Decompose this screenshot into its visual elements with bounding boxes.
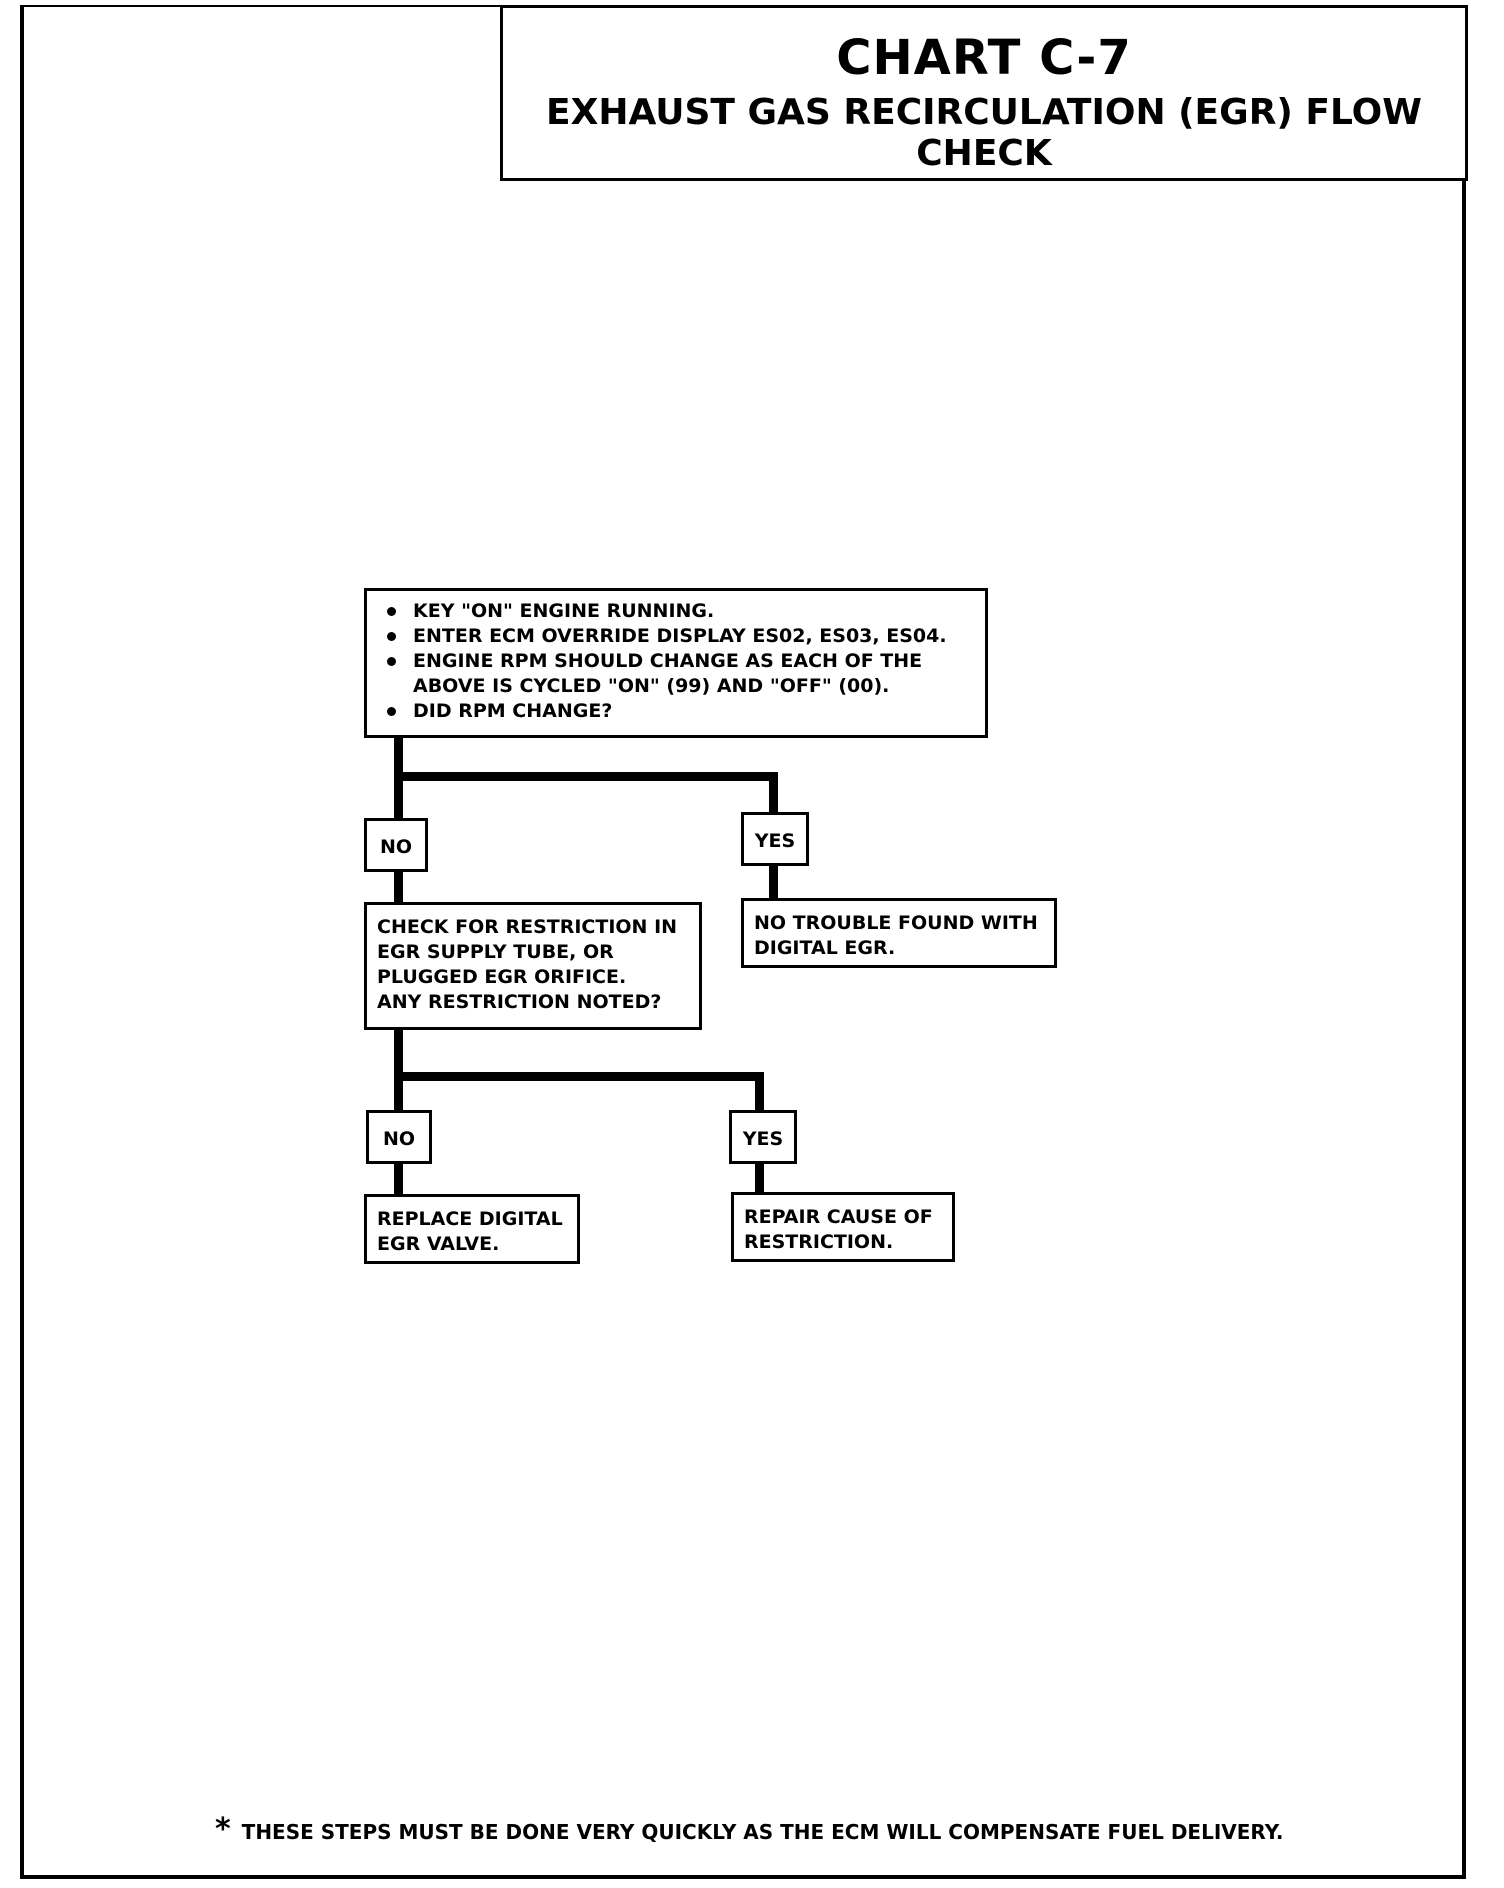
connector-line [394,1072,764,1081]
step-line: CHECK FOR RESTRICTION IN [377,916,678,938]
footnote-marker: * [215,1812,231,1847]
step-line: EGR SUPPLY TUBE, OR [377,941,614,963]
no-label-2: NO [366,1110,432,1164]
yes-label-2: YES [729,1110,797,1164]
result-line: REPLACE DIGITAL [377,1208,563,1230]
step-line: PLUGGED EGR ORIFICE. [377,966,627,988]
connector-line [394,1162,403,1196]
frame-top-edge [20,5,500,7]
repair-cause-box: REPAIR CAUSE OF RESTRICTION. [731,1192,955,1262]
step-item: KEY "ON" ENGINE RUNNING. [377,599,975,624]
start-step-box: KEY "ON" ENGINE RUNNING. ENTER ECM OVERR… [364,588,988,738]
step-item: ENGINE RPM SHOULD CHANGE AS EACH OF THE … [377,649,975,699]
check-restriction-box: CHECK FOR RESTRICTION IN EGR SUPPLY TUBE… [364,902,702,1030]
result-line: EGR VALVE. [377,1233,500,1255]
step-item: DID RPM CHANGE? [377,699,975,724]
title-box: CHART C-7 EXHAUST GAS RECIRCULATION (EGR… [500,5,1468,181]
footnote: * THESE STEPS MUST BE DONE VERY QUICKLY … [215,1815,1284,1845]
chart-title: CHART C-7 [836,30,1132,86]
result-line: REPAIR CAUSE OF [744,1206,933,1228]
yes-label-1: YES [741,812,809,866]
connector-line [755,1162,764,1194]
connector-line [394,772,778,781]
result-line: RESTRICTION. [744,1231,894,1253]
chart-subtitle: EXHAUST GAS RECIRCULATION (EGR) FLOW CHE… [546,92,1422,174]
step-line: ANY RESTRICTION NOTED? [377,991,662,1013]
no-trouble-box: NO TROUBLE FOUND WITH DIGITAL EGR. [741,898,1057,968]
result-line: NO TROUBLE FOUND WITH [754,912,1038,934]
step-item: ENTER ECM OVERRIDE DISPLAY ES02, ES03, E… [377,624,975,649]
connector-line [394,1030,403,1112]
result-line: DIGITAL EGR. [754,937,896,959]
replace-valve-box: REPLACE DIGITAL EGR VALVE. [364,1194,580,1264]
page-frame [20,5,1466,1879]
start-step-list: KEY "ON" ENGINE RUNNING. ENTER ECM OVERR… [377,599,975,724]
footnote-text: THESE STEPS MUST BE DONE VERY QUICKLY AS… [241,1820,1284,1844]
connector-line [769,772,778,812]
connector-line [394,870,403,904]
connector-line [755,1072,764,1112]
connector-line [769,864,778,900]
no-label-1: NO [364,818,428,872]
